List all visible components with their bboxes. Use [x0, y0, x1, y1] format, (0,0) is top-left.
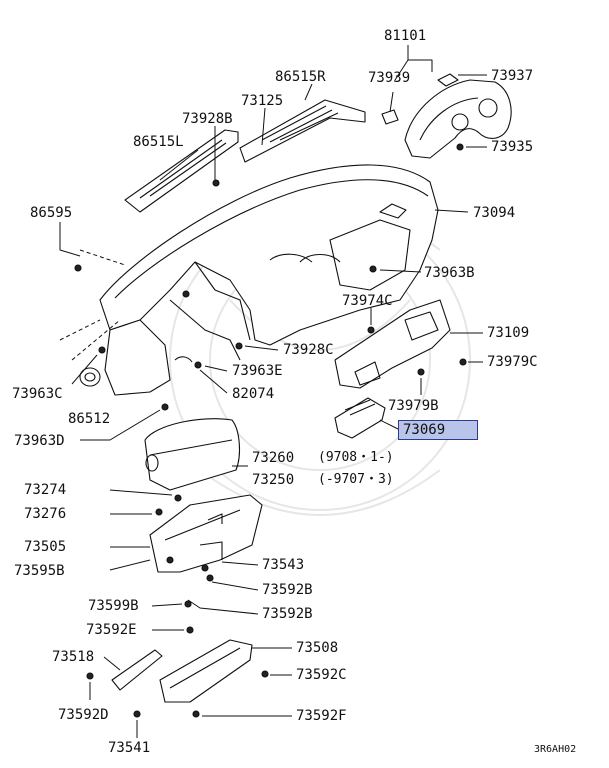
- instrument-panel-73094: [99, 164, 439, 361]
- part-label-73069-highlighted[interactable]: 73069: [398, 420, 478, 440]
- part-label-73928C[interactable]: 73928C: [283, 342, 334, 358]
- part-label-73963C[interactable]: 73963C: [12, 386, 63, 402]
- part-label-73505[interactable]: 73505: [24, 539, 67, 555]
- part-label-73979B[interactable]: 73979B: [388, 398, 439, 414]
- part-label-73939[interactable]: 73939: [368, 70, 411, 86]
- part-label-73592B-lower[interactable]: 73592B: [262, 606, 313, 622]
- part-label-73250[interactable]: 73250: [252, 472, 295, 488]
- part-label-73979C[interactable]: 73979C: [487, 354, 538, 370]
- part-label-73518[interactable]: 73518: [52, 649, 95, 665]
- glove-box-tray-73508: [159, 639, 253, 703]
- center-panel-73109: [334, 299, 451, 389]
- note-73250-date-range: (-9707・3): [318, 472, 394, 487]
- part-label-73974C[interactable]: 73974C: [342, 293, 393, 309]
- part-label-73592C[interactable]: 73592C: [296, 667, 347, 683]
- part-label-73592E[interactable]: 73592E: [86, 622, 137, 638]
- part-label-73963D[interactable]: 73963D: [14, 433, 65, 449]
- part-label-73125[interactable]: 73125: [241, 93, 284, 109]
- meter-hood-81101: [381, 73, 512, 159]
- part-label-73274[interactable]: 73274: [24, 482, 67, 498]
- part-label-73599B[interactable]: 73599B: [88, 598, 139, 614]
- part-label-73595B[interactable]: 73595B: [14, 563, 65, 579]
- bracket-73518: [111, 649, 163, 691]
- diagram-code: 3R6AH02: [534, 744, 577, 755]
- part-label-73109[interactable]: 73109: [487, 325, 530, 341]
- cup-holder-73069: [334, 397, 386, 439]
- leader-lines: [59, 45, 487, 738]
- part-label-73094[interactable]: 73094: [473, 205, 516, 221]
- part-label-73937[interactable]: 73937: [491, 68, 534, 84]
- part-label-81101[interactable]: 81101: [384, 28, 427, 44]
- part-label-86515L[interactable]: 86515L: [133, 134, 184, 150]
- part-label-86595[interactable]: 86595: [30, 205, 73, 221]
- part-label-73276[interactable]: 73276: [24, 506, 67, 522]
- part-label-73935[interactable]: 73935: [491, 139, 534, 155]
- part-label-73963B[interactable]: 73963B: [424, 265, 475, 281]
- part-label-73592F[interactable]: 73592F: [296, 708, 347, 724]
- part-label-73963E[interactable]: 73963E: [232, 363, 283, 379]
- part-label-73508[interactable]: 73508: [296, 640, 339, 656]
- part-label-73541[interactable]: 73541: [108, 740, 151, 756]
- part-label-73592B-upper[interactable]: 73592B: [262, 582, 313, 598]
- part-label-73260[interactable]: 73260: [252, 450, 295, 466]
- glove-box-lid: [144, 418, 241, 491]
- part-label-73592D[interactable]: 73592D: [58, 707, 109, 723]
- defroster-garnish: [124, 99, 366, 213]
- glove-box-frame-73505: [149, 494, 263, 573]
- part-label-86515R[interactable]: 86515R: [275, 69, 326, 85]
- part-label-73928B[interactable]: 73928B: [182, 111, 233, 127]
- lower-panel-left: [79, 319, 193, 396]
- part-label-73543[interactable]: 73543: [262, 557, 305, 573]
- part-label-86512[interactable]: 86512: [68, 411, 111, 427]
- note-73260-date-range: (9708・1-): [318, 450, 394, 465]
- fasteners: [74, 143, 467, 718]
- part-label-82074[interactable]: 82074: [232, 386, 275, 402]
